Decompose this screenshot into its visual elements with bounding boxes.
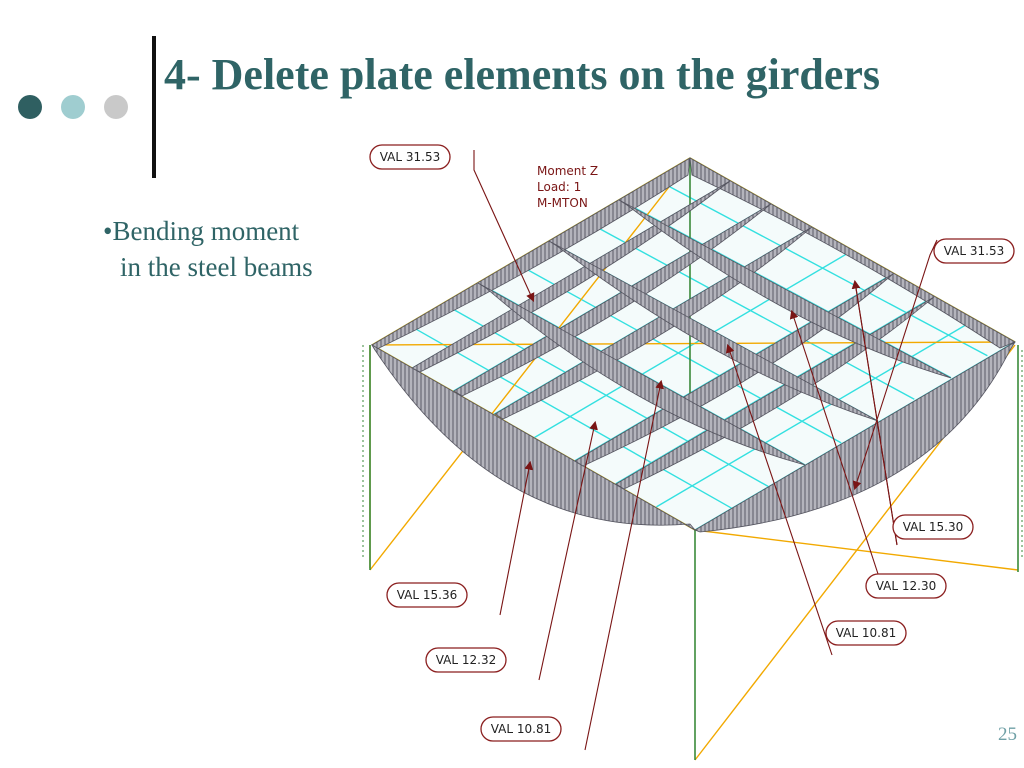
callout-5: VAL 10.81 <box>825 620 907 646</box>
moment-legend: Moment Z Load: 1 M-MTON <box>537 164 598 210</box>
dot-light-teal <box>61 95 85 119</box>
legend-line-1: Moment Z <box>537 164 598 178</box>
callout-2-text: VAL 31.53 <box>944 244 1005 258</box>
callouts: VAL 31.53 VAL 31.53 VAL 15.30 VAL 12.30 … <box>369 144 1015 742</box>
callout-4: VAL 12.30 <box>865 573 947 599</box>
callout-1-text: VAL 31.53 <box>380 150 441 164</box>
title-divider <box>152 36 156 178</box>
callout-4-text: VAL 12.30 <box>876 579 937 593</box>
callout-2: VAL 31.53 <box>933 238 1015 264</box>
callout-6-text: VAL 15.36 <box>397 588 458 602</box>
dot-gray <box>104 95 128 119</box>
legend-line-3: M-MTON <box>537 196 588 210</box>
moment-beam-7 <box>548 240 879 422</box>
callout-8-text: VAL 10.81 <box>491 722 552 736</box>
callout-8: VAL 10.81 <box>480 716 562 742</box>
dot-dark <box>18 95 42 119</box>
slide-title: 4- Delete plate elements on the girders <box>164 50 881 99</box>
moment-beam-6 <box>477 282 806 466</box>
moment-beam-5 <box>615 296 935 490</box>
callout-3-text: VAL 15.30 <box>903 520 964 534</box>
bullet-line-1: •Bending moment <box>103 216 300 246</box>
callout-3: VAL 15.30 <box>892 514 974 540</box>
leader-lines <box>473 150 938 751</box>
callout-6: VAL 15.36 <box>386 582 468 608</box>
bullet-text: •Bending moment in the steel beams <box>103 213 313 285</box>
moment-diagrams <box>370 157 1016 533</box>
columns <box>362 158 1023 760</box>
callout-1: VAL 31.53 <box>369 144 451 170</box>
callout-7: VAL 12.32 <box>425 647 507 673</box>
moment-beam-1 <box>411 180 731 373</box>
moment-right-girder <box>689 157 1016 349</box>
page-number: 25 <box>998 724 1017 745</box>
moment-beam-8 <box>618 199 952 379</box>
callout-7-text: VAL 12.32 <box>436 653 497 667</box>
legend-line-2: Load: 1 <box>537 180 581 194</box>
moment-left-girder <box>371 157 691 351</box>
callout-5-text: VAL 10.81 <box>836 626 897 640</box>
bullet-line-2: in the steel beams <box>120 252 313 282</box>
